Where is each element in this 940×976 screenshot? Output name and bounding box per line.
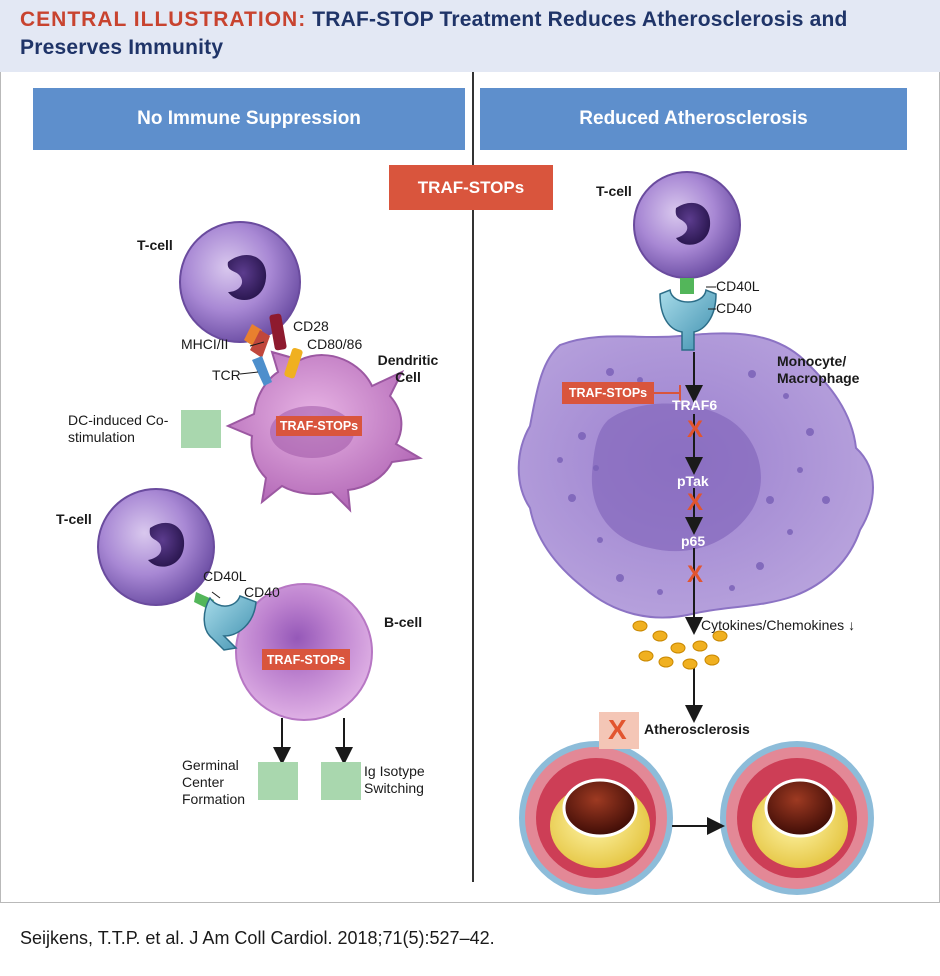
- b-cell-traf-stops-tag: TRAF-STOPs: [262, 649, 350, 670]
- macrophage-granules: [557, 368, 830, 595]
- panel-divider: [472, 72, 474, 882]
- dendritic-cell-label: Dendritic Cell: [377, 352, 439, 385]
- t-cell-2-nucleus: [148, 522, 185, 567]
- x-block-traf6: X: [687, 416, 704, 443]
- vessel-after: [720, 741, 874, 895]
- b-cell-label: B-cell: [384, 614, 423, 630]
- cytokines-label: Cytokines/Chemokines↓: [701, 617, 855, 634]
- isotype-check-box: [321, 762, 361, 800]
- macrophage-traf-stops-tag: TRAF-STOPs: [562, 382, 654, 404]
- mhc-label: MHCI/II: [181, 336, 229, 352]
- traf6-label: TRAF6: [672, 397, 718, 413]
- t-cell-2: [97, 488, 215, 606]
- cd28-receptor: [269, 313, 287, 351]
- p65-label: p65: [681, 533, 706, 549]
- cd40-receptor: [203, 595, 257, 651]
- vessel-before: [519, 741, 673, 895]
- dc-traf-stops-tag: TRAF-STOPs: [276, 416, 362, 436]
- t-cell-1-label: T-cell: [137, 237, 173, 253]
- tcr-receptor: [252, 356, 272, 386]
- germinal-center-label: Germinal Center Formation: [182, 757, 246, 807]
- cd40-right-label: CD40: [716, 300, 752, 316]
- traf-stops-center-box: TRAF-STOPs: [389, 165, 553, 210]
- page-title: CENTRAL ILLUSTRATION: TRAF-STOP Treatmen…: [20, 6, 920, 62]
- cd80-receptor: [284, 347, 303, 379]
- x-block-p65: X: [687, 561, 704, 588]
- germinal-check-box: [258, 762, 298, 800]
- title-lead: CENTRAL ILLUSTRATION:: [20, 8, 307, 31]
- right-panel-title: Reduced Atherosclerosis: [480, 88, 907, 150]
- t-cell-1: [179, 221, 301, 343]
- t-cell-2-label: T-cell: [56, 511, 92, 527]
- mhc-receptor-2: [250, 330, 270, 358]
- t-cell-3-nucleus: [675, 202, 711, 245]
- left-panel-title: No Immune Suppression: [33, 88, 465, 150]
- cd40l-leader: [211, 591, 221, 599]
- t-cell-1-nucleus: [227, 255, 267, 301]
- title-rest: TRAF-STOP Treatment Reduces Atherosclero…: [20, 8, 848, 59]
- cytokines-down-arrow: ↓: [848, 617, 856, 633]
- t-cell-3-label: T-cell: [596, 183, 632, 199]
- isotype-switching-label: Ig Isotype Switching: [364, 763, 425, 796]
- x-block-ptak: X: [687, 489, 704, 516]
- cd40-label: CD40: [244, 584, 280, 600]
- cd28-label: CD28: [293, 318, 329, 334]
- cd40-receptor-right: [659, 288, 717, 351]
- dc-check-box: [181, 410, 221, 448]
- cd40l-receptor-right: [680, 278, 694, 294]
- tcr-leader: [239, 371, 259, 375]
- macrophage-label: Monocyte/ Macrophage: [777, 353, 860, 386]
- atherosclerosis-label: Atherosclerosis: [644, 721, 750, 737]
- dc-outcome-label: DC-induced Co-stimulation: [68, 412, 169, 445]
- atherosclerosis-x-box: [599, 712, 639, 749]
- macrophage-nucleus: [591, 403, 761, 552]
- cd80-label: CD80/86: [307, 336, 363, 352]
- cd40l-right-label: CD40L: [716, 278, 760, 294]
- cytokines-text: Cytokines/Chemokines: [701, 617, 845, 633]
- cytokine-particles: [632, 620, 728, 670]
- ptak-label: pTak: [677, 473, 709, 489]
- tcr-label: TCR: [212, 367, 241, 383]
- header-banner: CENTRAL ILLUSTRATION: TRAF-STOP Treatmen…: [0, 0, 940, 72]
- mhc-leader: [249, 341, 265, 347]
- citation: Seijkens, T.T.P. et al. J Am Coll Cardio…: [20, 928, 495, 948]
- atherosclerosis-x-mark: X: [608, 714, 627, 745]
- cd40l-label: CD40L: [203, 568, 247, 584]
